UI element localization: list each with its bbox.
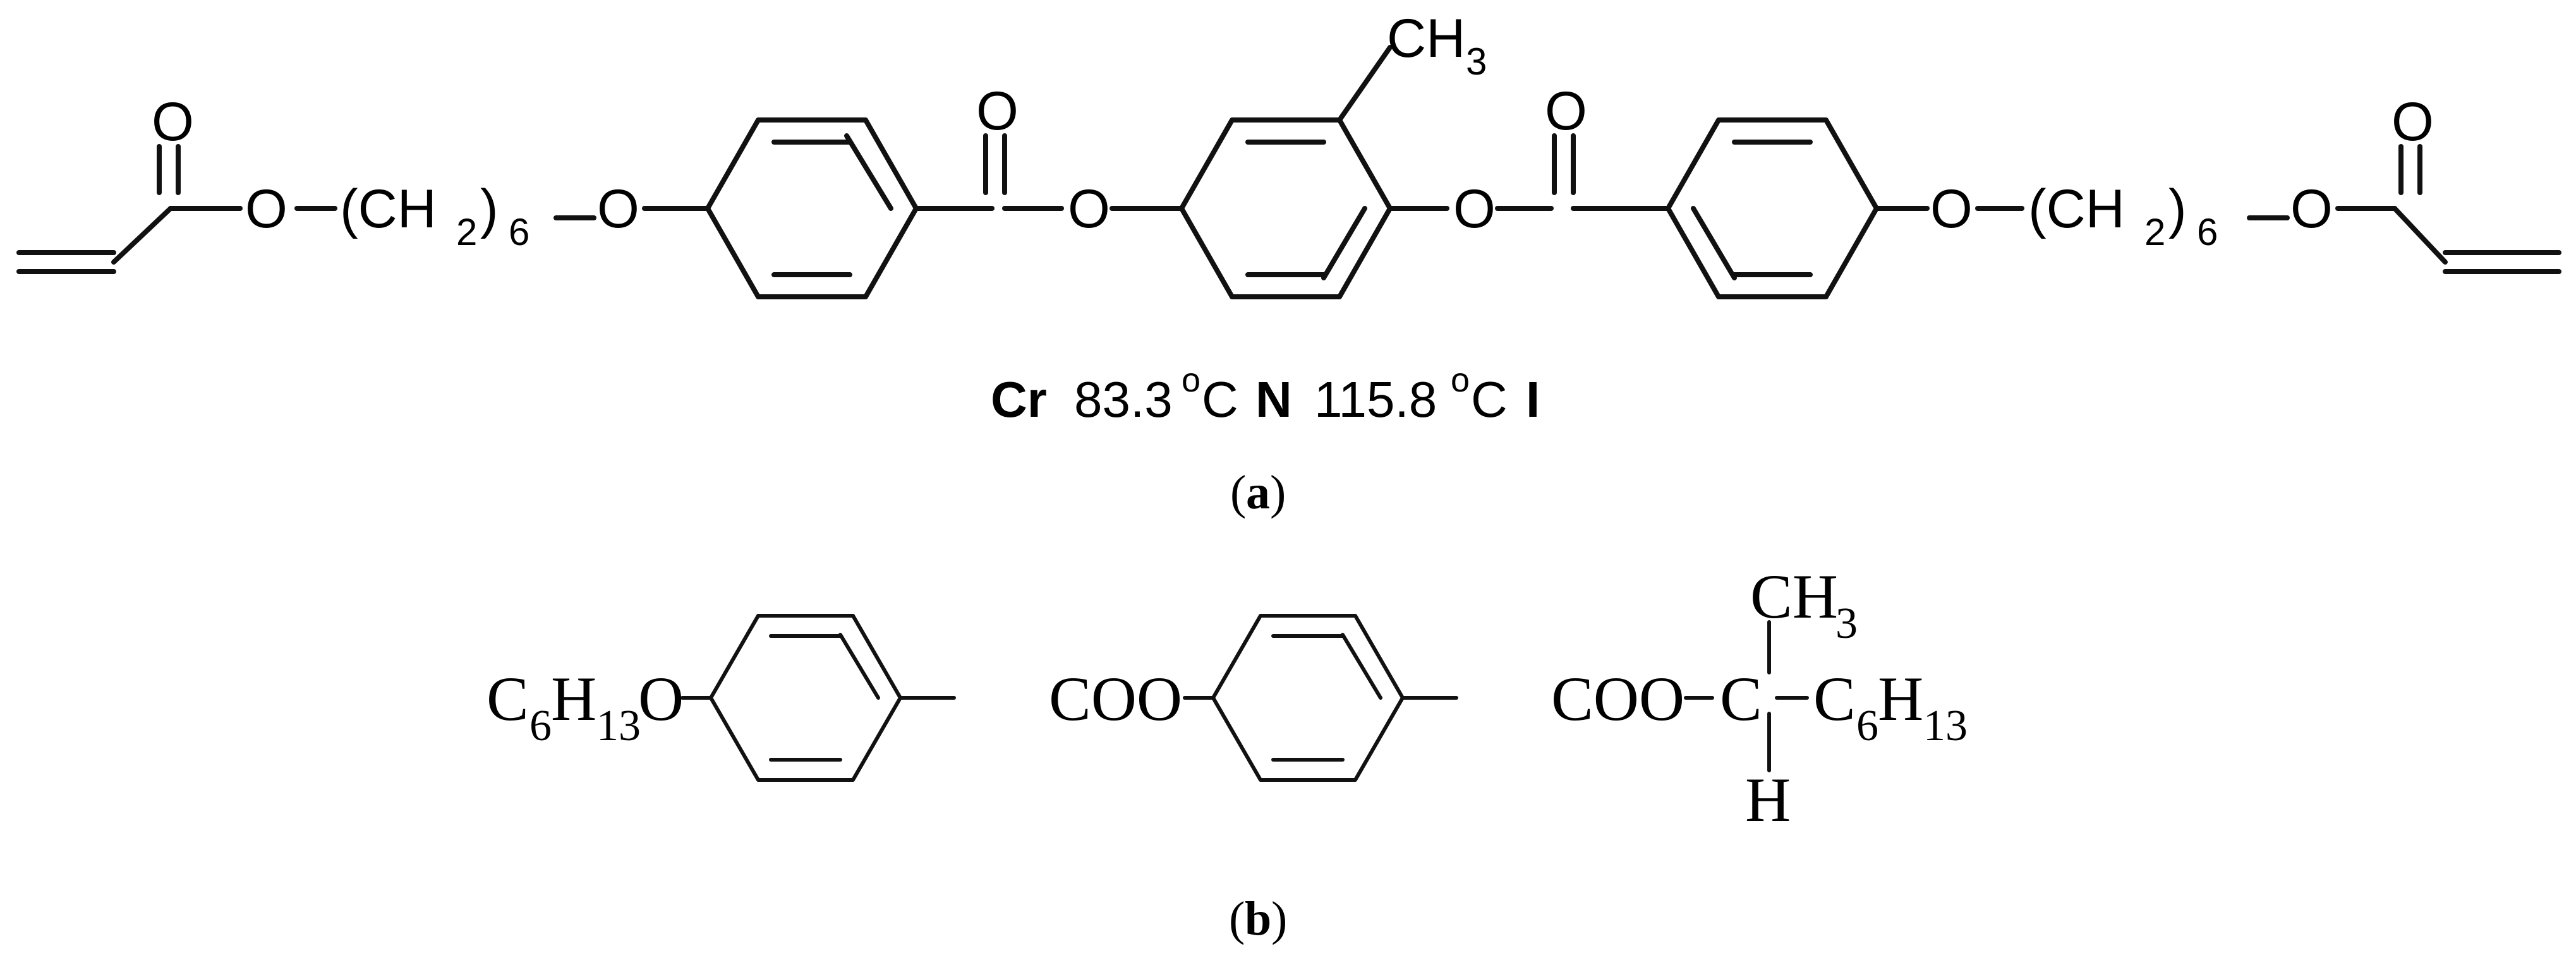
- degree-2: o: [1451, 361, 1470, 399]
- right-sub-13: 13: [1923, 702, 1968, 750]
- atom-o-carbonyl-right: O: [2392, 92, 2434, 152]
- ester-1: COO: [1049, 664, 1182, 734]
- left-o: O: [638, 664, 684, 734]
- subscript-6-right: 6: [2197, 211, 2218, 253]
- group-ch3: CH: [1387, 8, 1465, 69]
- structure-a-atoms: O O (CH 2 ) 6 O O O CH 3 O O O (CH 2 ) 6…: [152, 8, 2434, 253]
- ester-2: COO: [1551, 664, 1684, 734]
- structure-a: O O (CH 2 ) 6 O O O CH 3 O O O (CH 2 ) 6…: [16, 8, 2561, 519]
- caption-a-open: (: [1230, 466, 1246, 519]
- group-ch2-right: (CH: [2028, 179, 2125, 239]
- subscript-3: 3: [1466, 40, 1487, 83]
- subscript-6-left: 6: [509, 211, 529, 253]
- atom-o-ester-right: O: [2290, 179, 2333, 239]
- unit-c-2: C: [1471, 371, 1508, 428]
- caption-b-open: (: [1229, 892, 1245, 945]
- unit-c-1: C: [1202, 371, 1238, 428]
- left-c: C: [487, 664, 529, 734]
- atom-o-ester-left: O: [245, 179, 287, 239]
- atom-o-carbonyl-left: O: [152, 92, 194, 152]
- structure-a-bonds: [16, 45, 2561, 299]
- left-sub-13: 13: [596, 702, 641, 750]
- temp-cr-n: 83.3: [1074, 371, 1173, 428]
- caption-b-letter: b: [1245, 892, 1271, 945]
- right-h: H: [1878, 664, 1923, 734]
- caption-a: ( a ): [1230, 466, 1286, 519]
- ch3-sub-3: 3: [1835, 599, 1858, 648]
- phase-i: I: [1526, 371, 1540, 428]
- phase-cr: Cr: [991, 371, 1047, 428]
- phase-transition-text: Cr 83.3 o C N 115.8 o C I: [991, 361, 1540, 428]
- structure-b-bonds: [680, 614, 1809, 782]
- temp-n-i: 115.8: [1314, 371, 1437, 428]
- close-paren-left: ): [480, 179, 499, 239]
- structure-b: C 6 H 13 O COO COO C C 6 H 13 CH 3 H ( b…: [487, 561, 1968, 945]
- atom-o-carbonyl-1: O: [976, 81, 1019, 141]
- structure-b-atoms: C 6 H 13 O COO COO C C 6 H 13 CH 3 H: [487, 561, 1968, 835]
- atom-o-ether-left: O: [597, 179, 639, 239]
- subscript-2-left: 2: [456, 211, 477, 253]
- phase-n: N: [1255, 371, 1292, 428]
- degree-1: o: [1182, 361, 1200, 399]
- h-atom: H: [1745, 765, 1791, 835]
- close-paren-right: ): [2168, 179, 2187, 239]
- chiral-c: C: [1720, 664, 1762, 734]
- atom-o-carbonyl-2: O: [1545, 81, 1587, 141]
- atom-o-ester-1: O: [1068, 179, 1110, 239]
- caption-b: ( b ): [1229, 892, 1287, 945]
- caption-a-letter: a: [1246, 466, 1270, 519]
- caption-a-close: ): [1270, 466, 1286, 519]
- right-c: C: [1813, 664, 1856, 734]
- left-sub-6: 6: [529, 702, 552, 750]
- atom-o-ester-2: O: [1453, 179, 1496, 239]
- group-ch2-left: (CH: [340, 179, 437, 239]
- subscript-2-right: 2: [2144, 211, 2165, 253]
- atom-o-ether-right: O: [1930, 179, 1973, 239]
- right-sub-6: 6: [1856, 702, 1878, 750]
- left-h: H: [551, 664, 596, 734]
- ch3-group: CH: [1750, 561, 1838, 632]
- caption-b-close: ): [1271, 892, 1287, 945]
